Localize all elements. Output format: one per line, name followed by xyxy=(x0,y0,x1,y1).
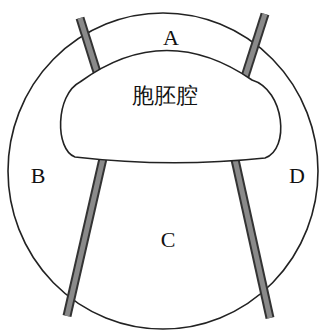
cavity-label: 胞胚腔 xyxy=(132,85,198,107)
region-letter: A xyxy=(163,27,179,49)
region-letter: B xyxy=(31,165,46,187)
cut-bar xyxy=(234,155,270,318)
blastula-outline xyxy=(8,13,318,329)
region-letter: C xyxy=(161,229,176,251)
cut-bar xyxy=(67,154,104,316)
cut-bar xyxy=(234,155,270,318)
cavity-outline-path xyxy=(61,50,281,162)
cut-bar xyxy=(67,154,104,316)
region-letter: D xyxy=(289,165,305,187)
cavity-region: 胞胚腔 xyxy=(50,40,295,170)
